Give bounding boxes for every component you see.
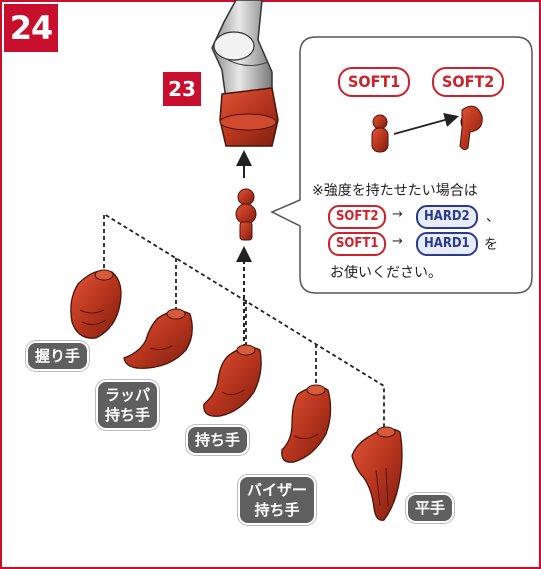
arm-part xyxy=(211,0,273,101)
holding-hand-part xyxy=(203,344,262,417)
note-line-4: お使いください。 xyxy=(330,265,442,281)
pair1-arrow: → xyxy=(392,207,403,222)
soft2-tag: SOFT2 xyxy=(432,67,505,97)
flat-hand-part xyxy=(351,426,403,521)
soft-swap-arrow xyxy=(393,112,459,135)
trumpet-hand-label: ラッパ 持ち手 xyxy=(98,382,158,428)
soft1-joint-part xyxy=(371,114,389,153)
grip-hand-label: 握り手 xyxy=(28,343,88,369)
flat-hand-label: 平手 xyxy=(408,495,453,521)
pair2-arrow: → xyxy=(392,234,403,249)
pair2-from-tag: SOFT1 xyxy=(328,232,387,256)
visor-hand-label: バイザー 持ち手 xyxy=(240,477,315,523)
pair1-from-tag: SOFT2 xyxy=(328,205,387,229)
trumpet-hand-part xyxy=(123,308,193,369)
pair1-to-tag: HARD2 xyxy=(416,205,478,229)
note-callout-bubble xyxy=(270,36,533,294)
holding-hand-label: 持ち手 xyxy=(188,427,248,453)
pair2-suffix: を xyxy=(484,237,498,253)
soft2-joint-part xyxy=(459,105,483,151)
pair1-suffix: 、 xyxy=(486,209,500,225)
soft1-tag: SOFT1 xyxy=(338,67,411,97)
note-line-1: ※強度を持たせたい場合は xyxy=(312,183,478,199)
grip-hand-part xyxy=(70,269,122,339)
step-number-badge: 24 xyxy=(4,4,58,52)
pair2-to-tag: HARD1 xyxy=(416,232,478,256)
dashed-guide-lines xyxy=(103,212,385,428)
reference-step-badge: 23 xyxy=(163,72,201,106)
hand-joint-part xyxy=(235,188,257,241)
wrist-cuff-part xyxy=(219,87,279,147)
visor-hand-part xyxy=(281,384,332,463)
